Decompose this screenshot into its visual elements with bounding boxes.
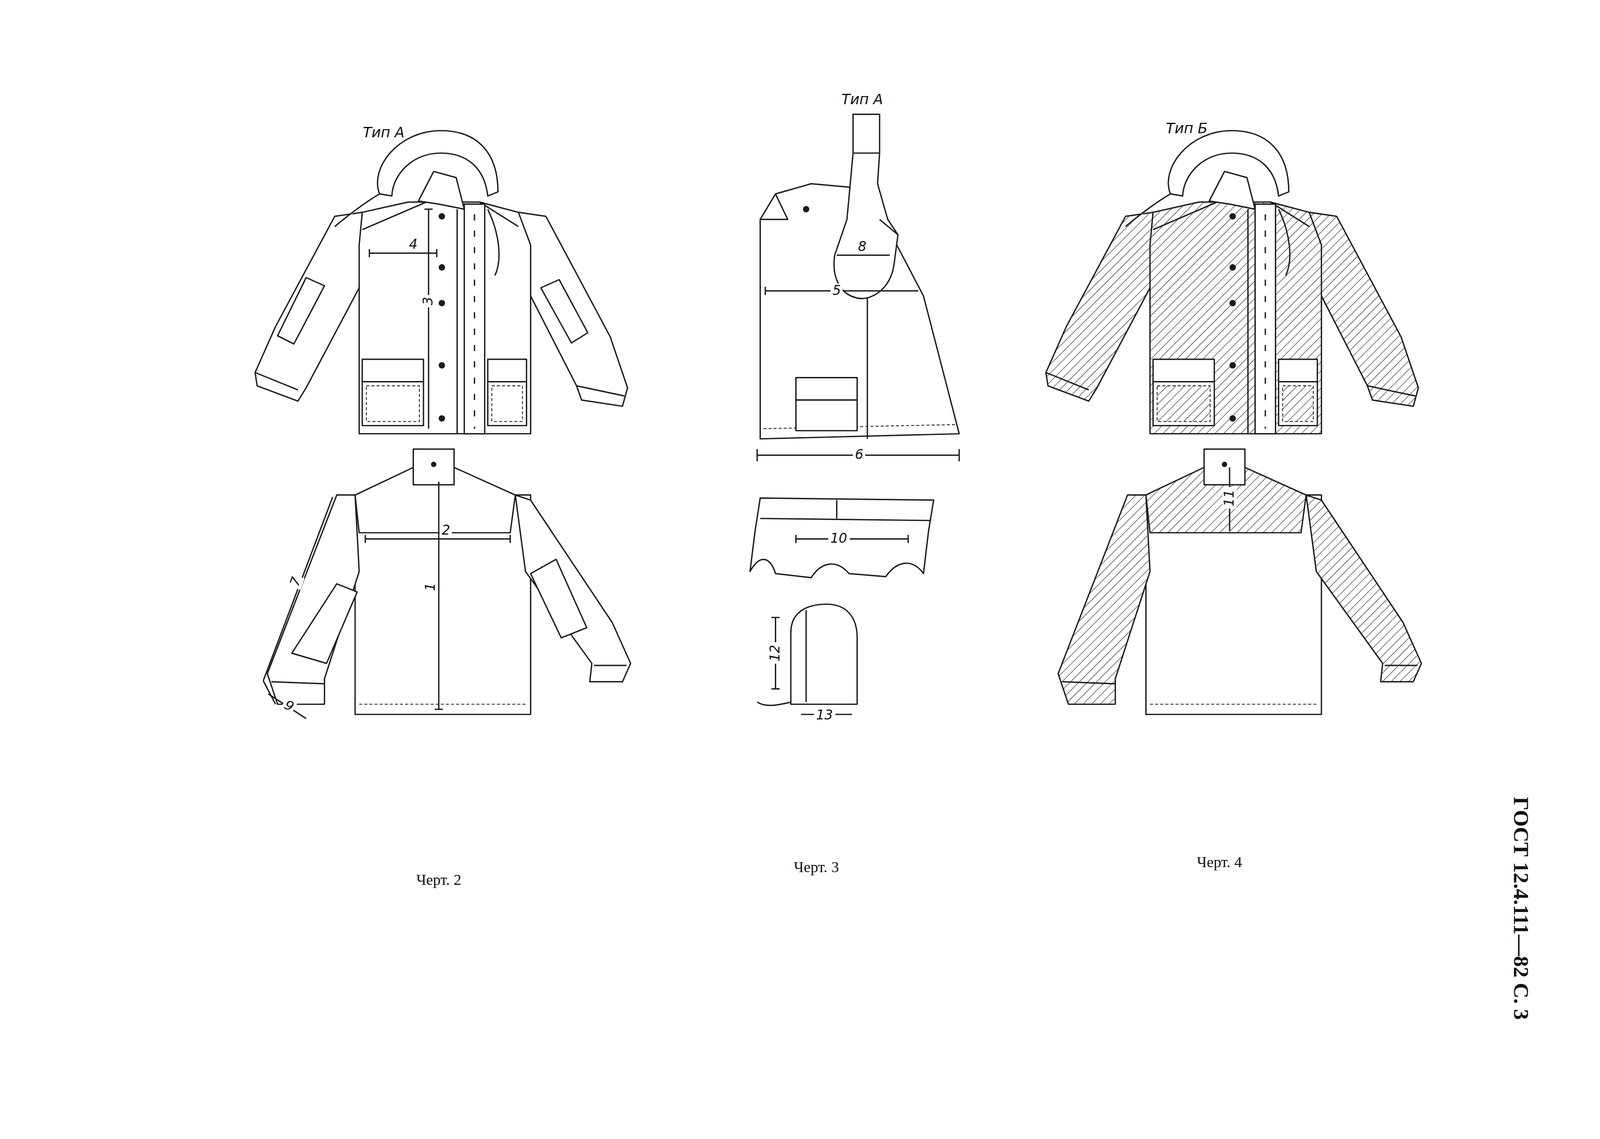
- drawing-path: [530, 558, 587, 638]
- callout-number: 6: [852, 447, 866, 463]
- drawing-g: [1046, 130, 1422, 715]
- drawing-path: [760, 193, 788, 220]
- type-label: Тип Б: [1165, 120, 1208, 137]
- type-label: Тип А: [841, 91, 884, 108]
- drawing-path: [790, 604, 857, 705]
- callout-number: 13: [813, 707, 835, 723]
- drawing-path: [424, 209, 433, 429]
- drawing-rect: [795, 377, 857, 400]
- callout-number: 4: [407, 237, 420, 253]
- drawing-path: [763, 424, 956, 429]
- callout-number: 12: [768, 642, 783, 664]
- callout-number: 1: [423, 580, 438, 593]
- callout-number: 8: [855, 239, 869, 255]
- drawing-path: [853, 153, 899, 235]
- drawing-path: [836, 254, 890, 256]
- drawing-path: [834, 114, 899, 299]
- drawing-use: [1058, 448, 1422, 715]
- figure-caption: Черт. 4: [1196, 853, 1242, 871]
- callout-number: 5: [830, 283, 844, 298]
- callout-number: 3: [421, 294, 436, 308]
- drawing-path: [749, 497, 934, 578]
- drawing-path: [757, 610, 807, 706]
- drawing-use: [254, 130, 628, 434]
- drawing-path: [268, 693, 307, 719]
- drawing-path: [760, 499, 931, 521]
- callout-number: 2: [439, 523, 453, 538]
- type-label: Тип А: [362, 124, 405, 141]
- drawing-path: [434, 481, 443, 709]
- drawing-path: [369, 249, 438, 258]
- standard-header: ГОСТ 12.4.111—82 С. 3: [1508, 796, 1533, 1020]
- callout-number: 10: [828, 531, 850, 546]
- drawing-path: [291, 583, 357, 664]
- callout-number: 11: [1222, 487, 1237, 509]
- drawing-path: [795, 534, 909, 543]
- drawing-use: [1046, 130, 1419, 434]
- drawing-path: [540, 279, 588, 343]
- drawing-rect: [795, 399, 857, 431]
- drawing-path: [263, 496, 333, 704]
- figure-caption: Черт. 3: [793, 858, 839, 876]
- drawing-circle: [803, 206, 809, 212]
- drawing-path: [277, 277, 325, 344]
- figure-caption: Черт. 2: [416, 870, 462, 888]
- drawing-path: [365, 534, 511, 543]
- drawing-use: [267, 448, 631, 715]
